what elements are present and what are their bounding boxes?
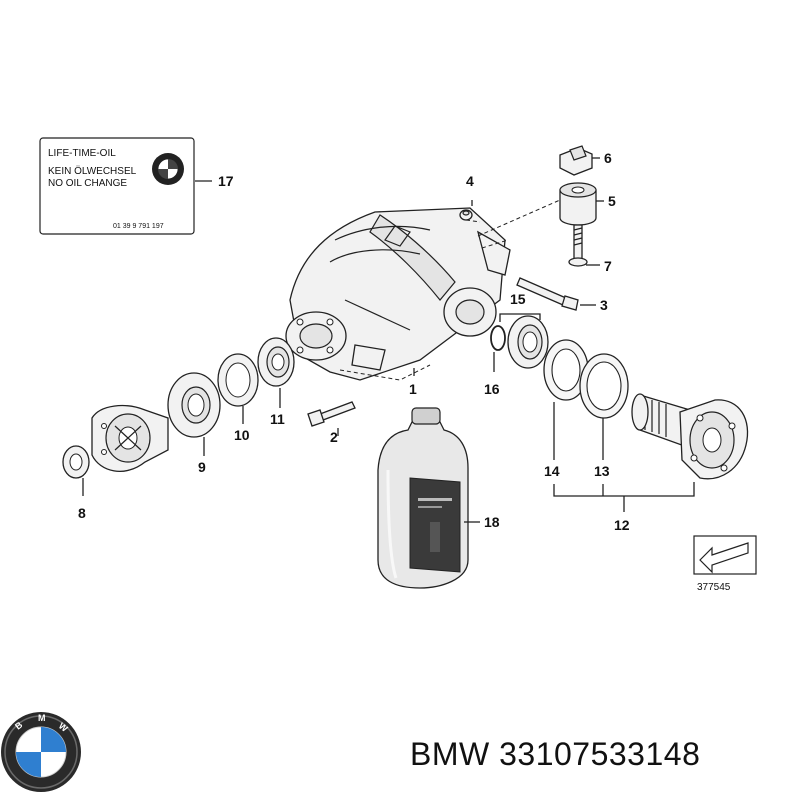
sticker-line-1: LIFE-TIME-OIL xyxy=(48,148,116,159)
callout-2: 2 xyxy=(330,429,338,445)
part-8-nut xyxy=(62,445,90,479)
part-14-shim xyxy=(543,339,589,401)
part-7-bolt xyxy=(568,224,588,267)
sticker-line-3: NO OIL CHANGE xyxy=(48,178,127,189)
part-4-nut xyxy=(459,209,473,221)
bmw-roundel-icon: B M W xyxy=(1,712,81,792)
oil-label-sticker: LIFE-TIME-OIL KEIN ÖLWECHSEL NO OIL CHAN… xyxy=(39,137,195,235)
callout-7: 7 xyxy=(604,258,612,274)
part-13-shim xyxy=(579,353,629,419)
sticker-part-number: 01 39 9 791 197 xyxy=(113,223,164,230)
part-10-shim xyxy=(217,353,259,407)
diagram-number: 377545 xyxy=(697,582,731,593)
differential-housing xyxy=(285,207,511,381)
callout-11: 11 xyxy=(270,411,285,427)
callout-3: 3 xyxy=(600,297,608,313)
part-16-o-ring xyxy=(490,325,506,351)
callout-5: 5 xyxy=(608,193,616,209)
diagram-reference-box: 377545 xyxy=(693,535,757,593)
callout-15: 15 xyxy=(510,291,526,307)
part-6-clamp xyxy=(559,145,593,176)
callout-14: 14 xyxy=(544,463,560,479)
part-3-bolt xyxy=(516,277,579,311)
part-caption: BMW 33107533148 xyxy=(410,736,701,772)
callout-8: 8 xyxy=(78,505,86,521)
callout-9: 9 xyxy=(198,459,206,475)
part-9-flange xyxy=(167,372,221,438)
callout-1: 1 xyxy=(409,381,417,397)
callout-6: 6 xyxy=(604,150,612,166)
svg-text:B: B xyxy=(13,719,25,731)
svg-text:M: M xyxy=(38,713,46,723)
part-2-bolt xyxy=(307,401,356,427)
sticker-bmw-logo-icon xyxy=(152,153,184,185)
callout-10: 10 xyxy=(234,427,250,443)
callout-18: 18 xyxy=(484,514,500,530)
callout-4: 4 xyxy=(466,173,474,189)
part-15-bearing xyxy=(507,315,549,369)
part-12-output-shaft xyxy=(631,393,749,480)
callout-16: 16 xyxy=(484,381,500,397)
part-5-bushing xyxy=(559,182,597,226)
callout-13: 13 xyxy=(594,463,610,479)
sticker-line-2: KEIN ÖLWECHSEL xyxy=(48,165,137,177)
part-18-oil-bottle xyxy=(377,407,469,589)
part-11-seal xyxy=(257,337,295,387)
callout-17: 17 xyxy=(218,173,234,189)
input-flange xyxy=(91,404,169,472)
callout-12: 12 xyxy=(614,517,630,533)
